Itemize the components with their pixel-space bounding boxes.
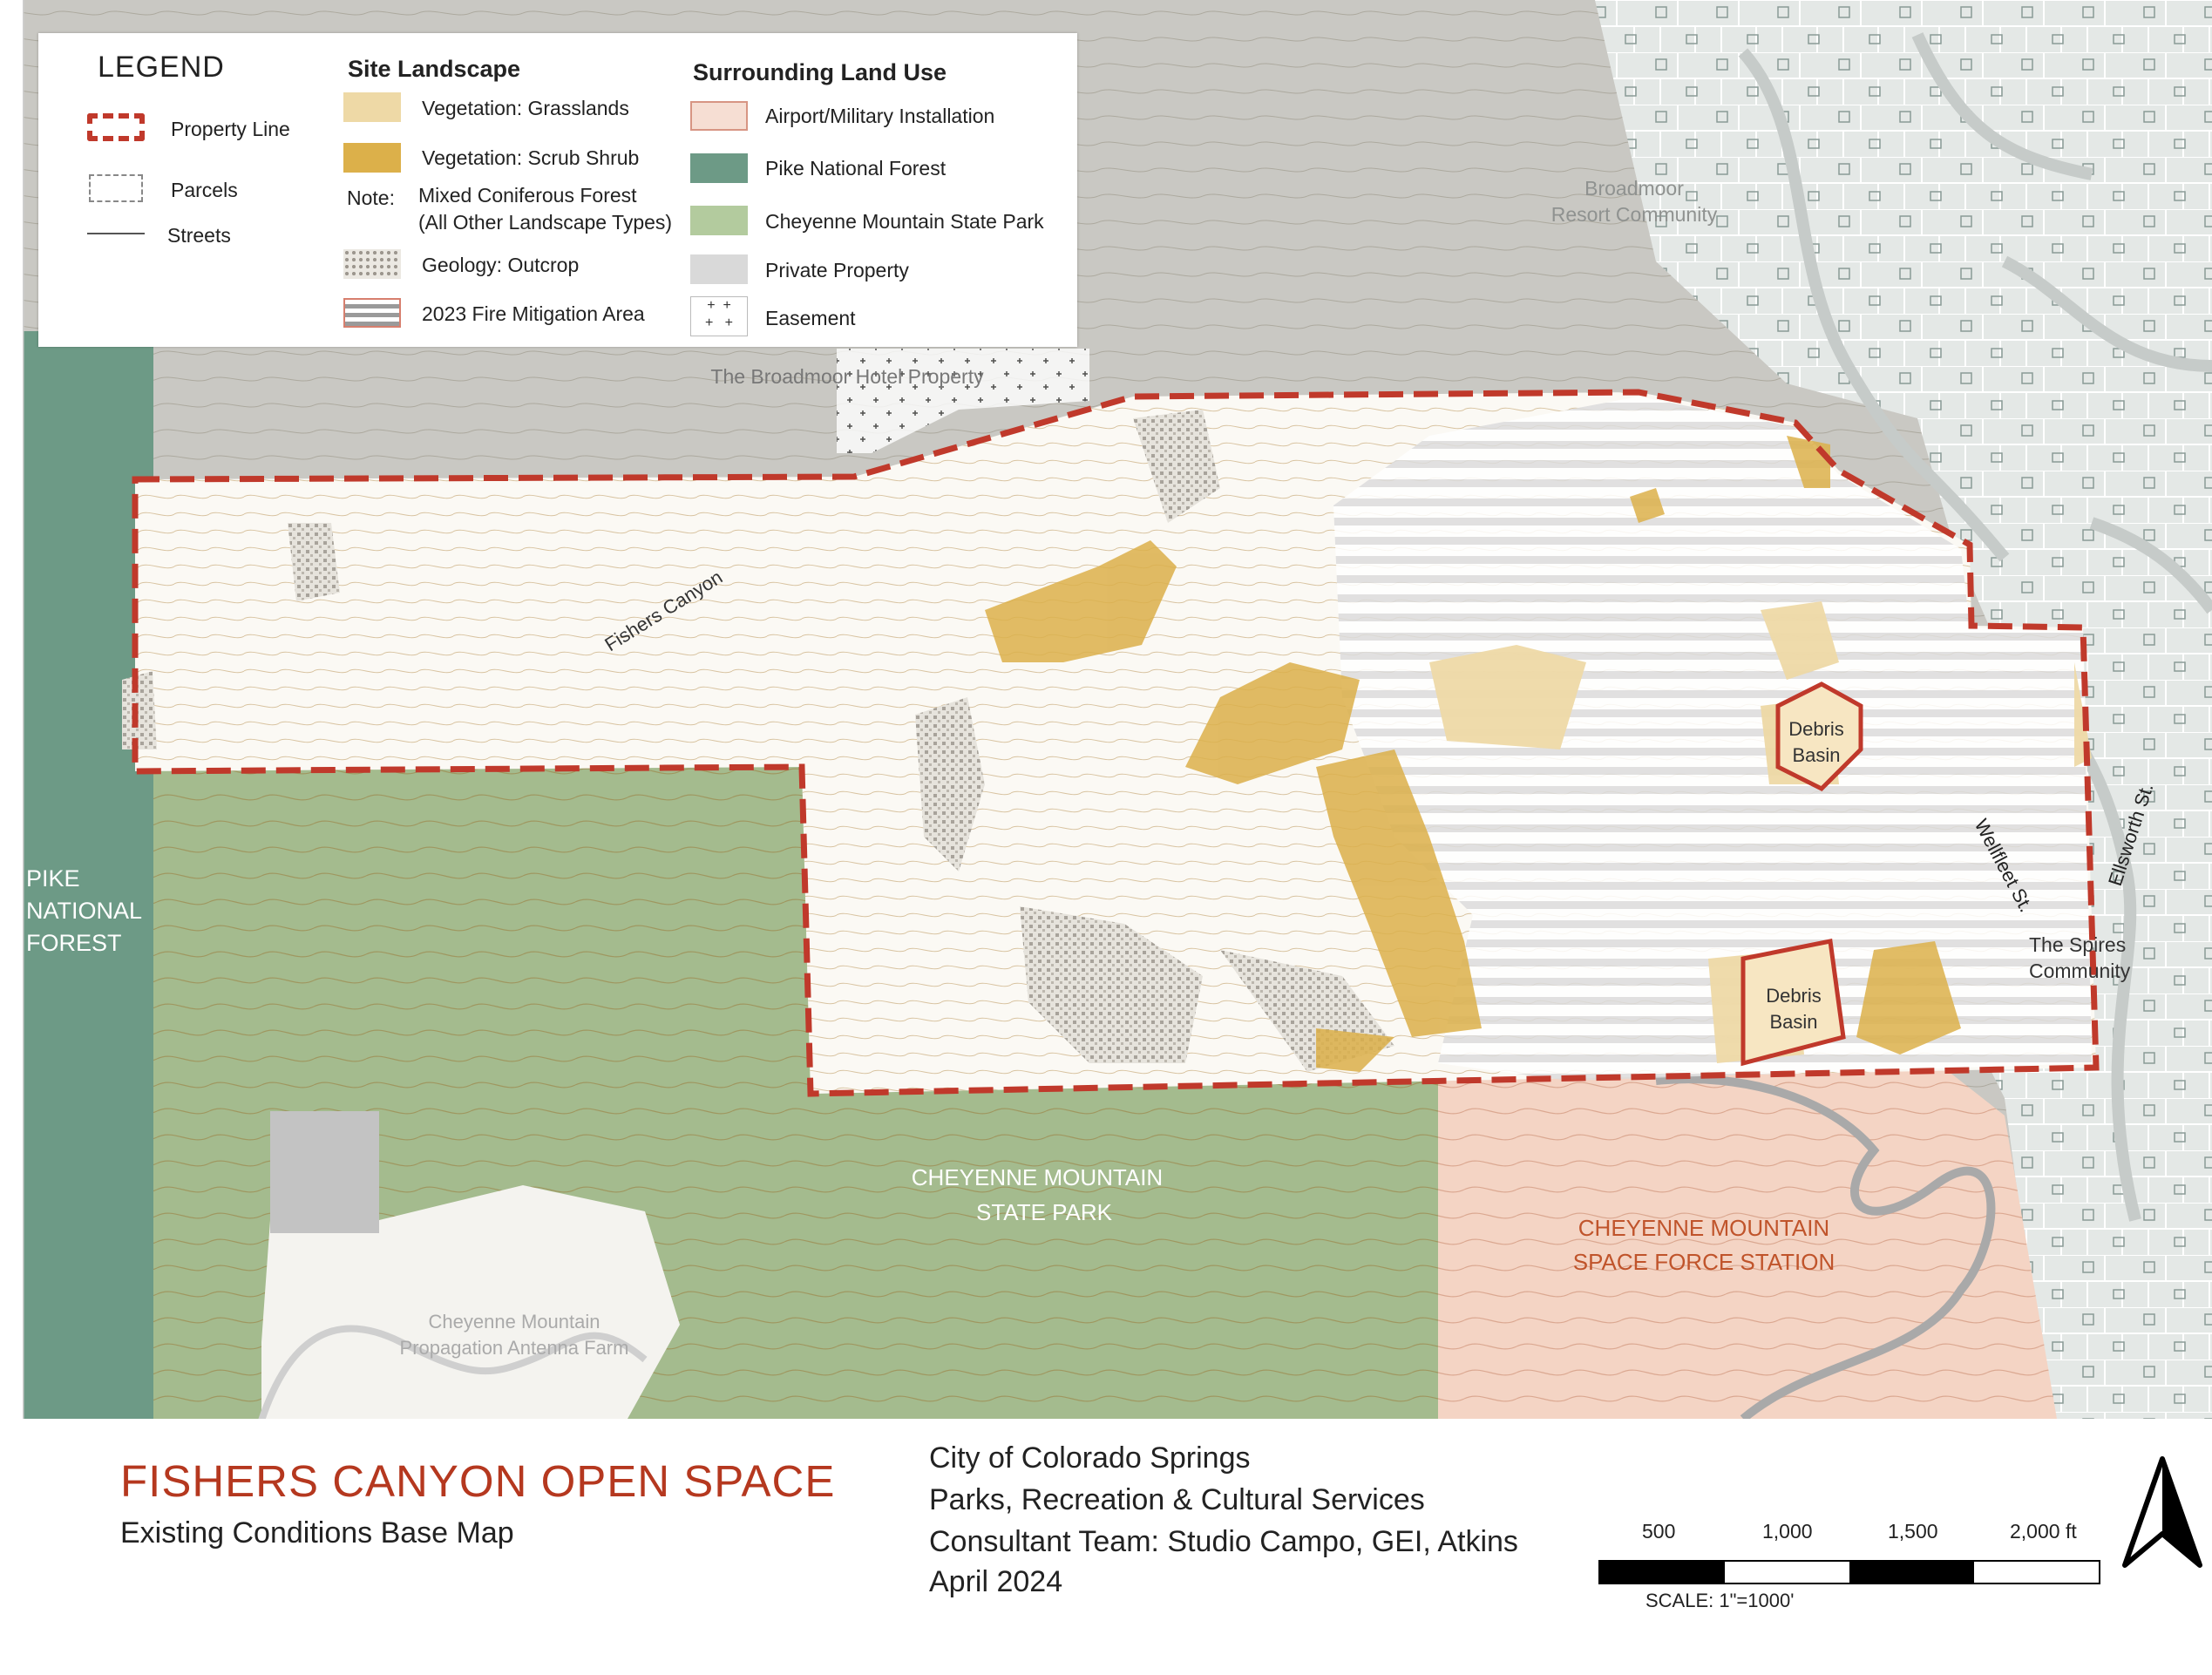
property-line-swatch bbox=[87, 113, 145, 141]
outcrop-swatch bbox=[343, 249, 401, 279]
antenna-farm-label-2: Propagation Antenna Farm bbox=[400, 1337, 629, 1359]
map-title: FISHERS CANYON OPEN SPACE bbox=[120, 1456, 836, 1506]
title-block: FISHERS CANYON OPEN SPACE Existing Condi… bbox=[23, 1419, 2212, 1675]
private-swatch bbox=[690, 254, 748, 284]
easement-label: Easement bbox=[765, 307, 856, 329]
scale-text: SCALE: 1"=1000' bbox=[1645, 1590, 1795, 1611]
outcrop-label: Geology: Outcrop bbox=[422, 254, 580, 276]
scale-tick-1000: 1,000 bbox=[1762, 1520, 1813, 1543]
agency-line-2: Parks, Recreation & Cultural Services bbox=[929, 1483, 1425, 1516]
debris-basin-north-label-2: Basin bbox=[1792, 744, 1840, 766]
space-force-label-2: SPACE FORCE STATION bbox=[1573, 1249, 1835, 1275]
agency-line-3: Consultant Team: Studio Campo, GEI, Atki… bbox=[929, 1525, 1518, 1558]
fire-mitigation-swatch bbox=[343, 298, 401, 328]
state-park-legend-label: Cheyenne Mountain State Park bbox=[765, 210, 1044, 233]
parcels-swatch bbox=[89, 174, 143, 202]
fire-mitigation-label: 2023 Fire Mitigation Area bbox=[422, 302, 645, 325]
debris-basin-south bbox=[1740, 939, 1846, 1067]
debris-basin-north bbox=[1775, 682, 1863, 792]
scale-seg-3 bbox=[1849, 1562, 1974, 1583]
easement-swatch: + ++ + bbox=[690, 296, 748, 336]
legend-title: LEGEND bbox=[98, 51, 225, 84]
space-force-contours bbox=[1438, 1068, 2057, 1419]
scrub-label: Vegetation: Scrub Shrub bbox=[422, 146, 640, 169]
streets-swatch bbox=[87, 233, 145, 234]
scale-tick-500: 500 bbox=[1642, 1520, 1676, 1543]
spires-label-1: The Spires bbox=[2029, 933, 2126, 956]
easement-area bbox=[837, 349, 1089, 453]
agency-line-4: April 2024 bbox=[929, 1565, 1063, 1598]
map-subtitle: Existing Conditions Base Map bbox=[120, 1516, 514, 1550]
debris-basin-north-label-1: Debris bbox=[1788, 718, 1844, 740]
broadmoor-resort-label-1: Broadmoor bbox=[1584, 177, 1684, 200]
broadmoor-hotel-label: The Broadmoor Hotel Property bbox=[710, 365, 984, 388]
space-force-label-1: CHEYENNE MOUNTAIN bbox=[1578, 1215, 1829, 1241]
debris-basin-south-label-1: Debris bbox=[1766, 985, 1822, 1007]
pike-swatch bbox=[690, 153, 748, 183]
scale-tick-1500: 1,500 bbox=[1888, 1520, 1938, 1543]
space-force-road bbox=[1655, 1075, 1996, 1422]
grasslands-label: Vegetation: Grasslands bbox=[422, 97, 629, 119]
state-park-swatch bbox=[690, 206, 748, 235]
agency-line-1: City of Colorado Springs bbox=[929, 1441, 1251, 1475]
pike-label-1: PIKE bbox=[26, 865, 80, 892]
debris-basin-south-label-2: Basin bbox=[1769, 1011, 1817, 1033]
property-line-label: Property Line bbox=[171, 118, 290, 140]
note-line-2: (All Other Landscape Types) bbox=[418, 211, 673, 234]
property-line bbox=[132, 389, 2100, 1097]
scale-seg-2 bbox=[1725, 1562, 1849, 1583]
north-arrow-icon bbox=[2122, 1456, 2202, 1568]
spires-label-2: Community bbox=[2029, 960, 2131, 982]
surrounding-land-use-heading: Surrounding Land Use bbox=[693, 59, 947, 85]
outcrop-areas bbox=[122, 410, 1394, 1072]
parcels-label: Parcels bbox=[171, 179, 238, 201]
scrub-areas bbox=[985, 436, 1961, 1072]
scale-tick-2000: 2,000 ft bbox=[2010, 1520, 2077, 1543]
pike-national-forest-area bbox=[23, 331, 153, 1419]
cheyenne-road bbox=[258, 1325, 648, 1422]
pike-label-2: NATIONAL bbox=[26, 898, 142, 924]
site-landscape-heading: Site Landscape bbox=[348, 56, 521, 82]
grasslands-swatch bbox=[343, 92, 401, 122]
note-label: Note: bbox=[347, 186, 395, 209]
scrub-swatch bbox=[343, 143, 401, 173]
streets-label: Streets bbox=[167, 224, 231, 247]
broadmoor-resort-label-2: Resort Community bbox=[1551, 203, 1718, 226]
scale-bar bbox=[1598, 1560, 2100, 1584]
pike-label-3: FOREST bbox=[26, 930, 122, 956]
pike-label: Pike National Forest bbox=[765, 157, 947, 180]
note-line-1: Mixed Coniferous Forest bbox=[418, 184, 637, 207]
scale-seg-1 bbox=[1600, 1562, 1725, 1583]
antenna-farm-label-1: Cheyenne Mountain bbox=[429, 1311, 600, 1333]
state-park-label-2: STATE PARK bbox=[976, 1199, 1113, 1225]
fire-mitigation-area bbox=[1333, 397, 2092, 1081]
resort-street bbox=[1738, 32, 2212, 1222]
private-parcel bbox=[270, 1111, 379, 1233]
scale-seg-4 bbox=[1974, 1562, 2099, 1583]
airport-label: Airport/Military Installation bbox=[765, 105, 995, 127]
airport-swatch bbox=[690, 101, 748, 131]
map-frame-line bbox=[23, 0, 24, 1675]
state-park-label-1: CHEYENNE MOUNTAIN bbox=[912, 1164, 1163, 1190]
private-label: Private Property bbox=[765, 259, 909, 281]
left-margin bbox=[0, 0, 23, 1675]
legend: LEGEND Property Line Parcels Streets Sit… bbox=[38, 33, 1077, 347]
